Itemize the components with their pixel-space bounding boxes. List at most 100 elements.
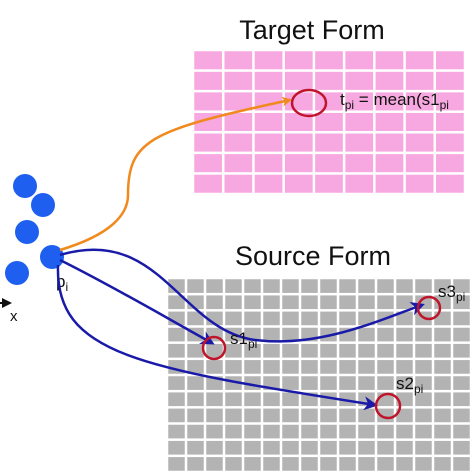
- target-grid-cell: [254, 133, 283, 152]
- target-grid-cell: [375, 154, 404, 173]
- source-grid-cell: [339, 311, 356, 326]
- source-grid-cell: [396, 408, 413, 423]
- source-grid-cell: [282, 392, 299, 407]
- source-grid-cell: [244, 343, 261, 358]
- source-grid-cell: [320, 360, 337, 374]
- target-grid-cell: [345, 92, 374, 111]
- source-grid-cell: [263, 424, 280, 439]
- target-grid-cell: [375, 51, 404, 70]
- source-grid-cell: [434, 408, 451, 423]
- target-grid-cell: [345, 112, 374, 132]
- target-grid-cell: [284, 51, 313, 70]
- target-grid-cell: [254, 112, 283, 132]
- source-grid-cell: [358, 327, 375, 342]
- source-grid-cell: [263, 327, 280, 342]
- s2-mapping-arrow: [56, 264, 378, 411]
- source-grid-cell: [263, 343, 280, 358]
- source-grid-cell: [434, 279, 451, 293]
- source-grid-cell: [434, 440, 451, 455]
- source-grid-cell: [453, 424, 470, 439]
- target-grid-cell: [224, 51, 253, 70]
- source-grid-cell: [415, 327, 432, 342]
- target-grid-cell: [436, 133, 464, 152]
- source-grid-cell: [358, 295, 375, 310]
- source-grid-cell: [282, 295, 299, 310]
- source-grid-cell: [282, 376, 299, 390]
- source-grid-cell: [377, 295, 394, 310]
- source-grid-cell: [320, 408, 337, 423]
- source-grid-cell: [168, 408, 185, 423]
- source-grid-cell: [206, 440, 223, 455]
- target-grid-cell: [284, 133, 313, 152]
- source-grid-cell: [301, 424, 318, 439]
- source-grid-cell: [358, 360, 375, 374]
- target-grid-cell: [405, 51, 434, 70]
- source-grid-cell: [263, 295, 280, 310]
- target-grid-cell: [224, 92, 253, 111]
- source-grid-cell: [434, 392, 451, 407]
- point: [5, 261, 29, 285]
- source-grid-cell: [415, 279, 432, 293]
- source-grid-cell: [453, 360, 470, 374]
- source-grid-cell: [377, 376, 394, 390]
- source-grid-cell: [434, 343, 451, 358]
- source-grid-cell: [339, 440, 356, 455]
- source-grid-cell: [377, 279, 394, 293]
- source-grid-cell: [244, 424, 261, 439]
- point-pi: [40, 245, 64, 269]
- source-grid-cell: [187, 408, 204, 423]
- source-grid-cell: [282, 408, 299, 423]
- target-grid-cell: [436, 92, 464, 111]
- source-grid-cell: [320, 440, 337, 455]
- target-grid-cell: [284, 174, 313, 193]
- target-grid-cell: [375, 92, 404, 111]
- target-grid-cell: [345, 71, 374, 90]
- target-grid-cell: [224, 71, 253, 90]
- point: [13, 174, 37, 198]
- source-grid-cell: [225, 424, 242, 439]
- source-grid-cell: [453, 295, 470, 310]
- source-grid-cell: [453, 343, 470, 358]
- source-grid-cell: [206, 360, 223, 374]
- source-grid-cell: [358, 376, 375, 390]
- target-grid-cell: [194, 51, 222, 70]
- source-grid-cell: [320, 457, 337, 471]
- target-grid-cell: [436, 71, 464, 90]
- target-grid-cell: [194, 133, 222, 152]
- source-grid-cell: [434, 360, 451, 374]
- source-grid-cell: [168, 343, 185, 358]
- source-grid-cell: [434, 295, 451, 310]
- source-grid-cell: [225, 360, 242, 374]
- target-grid-cell: [194, 71, 222, 90]
- source-grid-cell: [168, 376, 185, 390]
- source-grid-cell: [320, 311, 337, 326]
- source-grid-cell: [320, 343, 337, 358]
- source-grid-cell: [206, 343, 223, 358]
- source-grid-cell: [187, 279, 204, 293]
- source-grid-cell: [282, 360, 299, 374]
- source-grid-cell: [339, 360, 356, 374]
- source-grid-cell: [320, 295, 337, 310]
- source-grid-cell: [358, 343, 375, 358]
- source-grid-cell: [282, 327, 299, 342]
- source-grid-cell: [453, 311, 470, 326]
- p-label: pi: [56, 272, 68, 294]
- source-grid-cell: [244, 279, 261, 293]
- source-grid-cell: [168, 279, 185, 293]
- source-grid-cell: [206, 408, 223, 423]
- s3-circle: [416, 295, 442, 321]
- source-grid-cell: [396, 327, 413, 342]
- source-grid-cell: [282, 424, 299, 439]
- source-grid-cell: [434, 311, 451, 326]
- source-grid-cell: [225, 440, 242, 455]
- source-grid-cell: [168, 392, 185, 407]
- s2-label: s2pi: [396, 374, 423, 396]
- source-grid-cell: [168, 295, 185, 310]
- source-grid-cell: [225, 392, 242, 407]
- source-grid-cell: [282, 311, 299, 326]
- source-grid-cell: [396, 376, 413, 390]
- target-grid-cell: [224, 112, 253, 132]
- source-grid-cell: [263, 440, 280, 455]
- target-grid-cell: [284, 71, 313, 90]
